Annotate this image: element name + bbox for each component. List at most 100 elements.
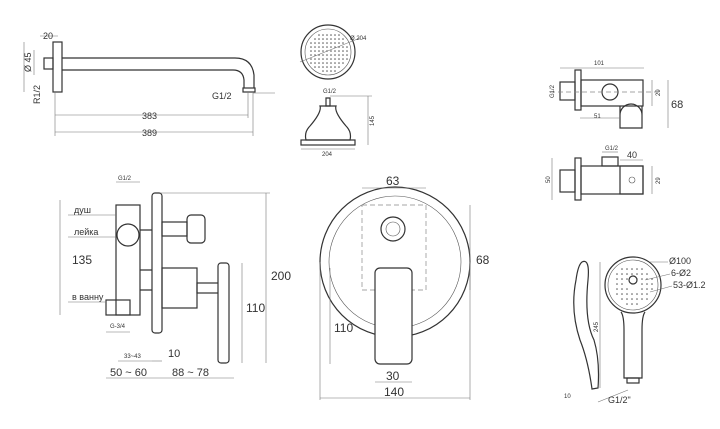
mixer-bottom-thread-label: G-3/4 xyxy=(110,324,126,330)
nozzle-dot xyxy=(651,283,653,285)
nozzle-dot xyxy=(626,268,628,270)
nozzle-dot xyxy=(342,58,344,60)
nozzle-dot xyxy=(334,34,336,36)
nozzle-dot xyxy=(322,50,324,52)
nozzle-dot xyxy=(636,278,638,280)
nozzle-dot xyxy=(631,268,633,270)
head-shower-drawing xyxy=(299,24,372,150)
nozzle-dot xyxy=(334,54,336,56)
nozzle-dot xyxy=(330,62,332,64)
nozzle-dot xyxy=(616,273,618,275)
nozzle-dot xyxy=(334,42,336,44)
head-thread-label: G1/2 xyxy=(323,89,337,95)
nozzle-dot xyxy=(334,46,336,48)
arm-bottom xyxy=(62,69,245,88)
nozzle-dot xyxy=(646,298,648,300)
hand-length-label: 245 xyxy=(594,321,600,332)
hand-jets-small-label: 53-Ø1.2 xyxy=(673,280,706,290)
outlet-side-thread-label: G1/2 xyxy=(605,146,619,152)
nozzle-dot xyxy=(342,38,344,40)
nozzle-dot xyxy=(318,50,320,52)
arm-diameter-label: Ø 45 xyxy=(23,52,33,72)
mixer-handshower-outlet-label: лейка xyxy=(74,227,98,237)
nozzle-dot xyxy=(338,42,340,44)
front-right-height-label: 68 xyxy=(476,253,490,267)
nozzle-dot xyxy=(626,303,628,305)
mixer-side-drawing xyxy=(59,181,270,379)
arm-width-label: 20 xyxy=(43,31,53,41)
nozzle-dot xyxy=(636,298,638,300)
nozzle-dot xyxy=(334,62,336,64)
nozzle-dot xyxy=(318,38,320,40)
nozzle-dot xyxy=(326,58,328,60)
mixer-body-height-label: 135 xyxy=(72,253,92,267)
nozzle-dot xyxy=(318,46,320,48)
nozzle-dot xyxy=(616,288,618,290)
nozzle-dot xyxy=(322,46,324,48)
nozzle-dot xyxy=(342,42,344,44)
mixer-shower-outlet-label: душ xyxy=(74,205,91,215)
arm-length-389-label: 389 xyxy=(142,128,157,138)
nozzle-dot xyxy=(646,288,648,290)
nozzle-dot xyxy=(318,62,320,64)
nozzle-dot xyxy=(346,58,348,60)
nozzle-dot xyxy=(636,293,638,295)
mixer-projection-label: 88 ~ 78 xyxy=(172,367,209,379)
arm-out-thread-label: G1/2 xyxy=(212,91,232,101)
nozzle-dot xyxy=(330,34,332,36)
nozzle-dot xyxy=(326,66,328,68)
hand-shower-drawing xyxy=(573,256,673,403)
nozzle-dot xyxy=(314,66,316,68)
nozzle-dot xyxy=(621,278,623,280)
nozzle-dot xyxy=(636,303,638,305)
nozzle-dot xyxy=(616,283,618,285)
nozzle-dot xyxy=(631,298,633,300)
nozzle-dot xyxy=(330,58,332,60)
nozzle-dot xyxy=(314,42,316,44)
nozzle-dot xyxy=(314,58,316,60)
mixer-front-drawing xyxy=(319,186,471,400)
nozzle-dot xyxy=(338,58,340,60)
nozzle-dot xyxy=(314,46,316,48)
nozzle-dot xyxy=(626,273,628,275)
nozzle-dot xyxy=(621,298,623,300)
outlet-side-height-label: 29 xyxy=(656,177,662,184)
nozzle-dot xyxy=(314,50,316,52)
wall-thread xyxy=(43,57,54,70)
nozzle-dot xyxy=(310,62,312,64)
nozzle-dot xyxy=(326,38,328,40)
nozzle-dot xyxy=(338,50,340,52)
wall-flange xyxy=(52,41,63,93)
hand-diameter-label: Ø100 xyxy=(669,256,691,266)
outlet-side-width-label: 40 xyxy=(627,150,637,160)
nozzle-dot xyxy=(651,288,653,290)
nozzle-dot xyxy=(334,50,336,52)
nozzle-dot xyxy=(322,70,324,72)
front-lever-width-label: 30 xyxy=(386,369,400,383)
nozzle-dot xyxy=(621,273,623,275)
nozzle-dot xyxy=(330,42,332,44)
nozzle-dot xyxy=(631,303,633,305)
nozzle-dot xyxy=(326,54,328,56)
nozzle-dot xyxy=(334,66,336,68)
nozzle-dot xyxy=(641,288,643,290)
nozzle-dot xyxy=(641,293,643,295)
nozzle-dot xyxy=(616,278,618,280)
nozzle-dot xyxy=(326,46,328,48)
outlet-height-label: 29 xyxy=(656,89,662,96)
nozzle-dot xyxy=(330,46,332,48)
nozzle-dot xyxy=(646,273,648,275)
nozzle-dot xyxy=(330,50,332,52)
nozzle-dot xyxy=(338,66,340,68)
arm-length-383-label: 383 xyxy=(142,111,157,121)
mixer-total-height-label: 200 xyxy=(271,269,291,283)
nozzle-dot xyxy=(646,283,648,285)
nozzle-dot xyxy=(631,293,633,295)
mixer-depth-label: 50 ~ 60 xyxy=(110,367,147,379)
outlet-total-height-label: 68 xyxy=(671,99,683,111)
nozzle-dot xyxy=(626,298,628,300)
nozzle-dot xyxy=(314,62,316,64)
nozzle-dot xyxy=(621,283,623,285)
nozzle-dot xyxy=(342,46,344,48)
